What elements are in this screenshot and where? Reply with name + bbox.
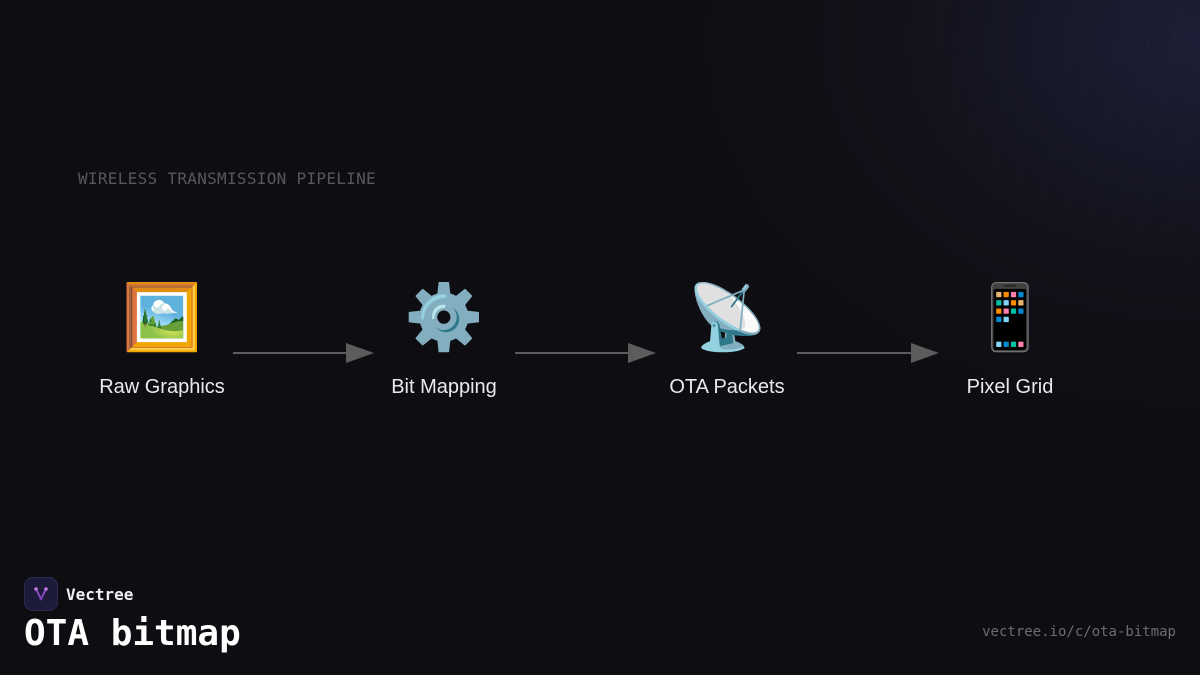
page-url[interactable]: vectree.io/c/ota-bitmap [982,624,1176,640]
brand-name: Vectree [66,584,134,604]
stage-pixel-grid: 📱 Pixel Grid [910,278,1110,399]
stage-ota-packets: 📡 OTA Packets [627,278,827,399]
stage-label: OTA Packets [669,376,785,398]
stage-label: Raw Graphics [99,376,225,398]
vectree-logo-icon [24,577,58,611]
stage-raw-graphics: 🖼️ Raw Graphics [62,278,262,399]
stage-label: Pixel Grid [966,376,1054,398]
mobile-phone-icon: 📱 [970,281,1050,355]
page-title: OTA bitmap [24,613,241,654]
stage-label: Bit Mapping [391,376,497,398]
gear-icon: ⚙️ [404,281,484,355]
framed-picture-icon: 🖼️ [122,281,202,355]
brand: Vectree [24,577,133,611]
diagram-subtitle: WIRELESS TRANSMISSION PIPELINE [78,169,376,188]
background-rays [600,0,1200,520]
satellite-dish-icon: 📡 [687,281,767,355]
stage-bit-mapping: ⚙️ Bit Mapping [344,278,544,399]
